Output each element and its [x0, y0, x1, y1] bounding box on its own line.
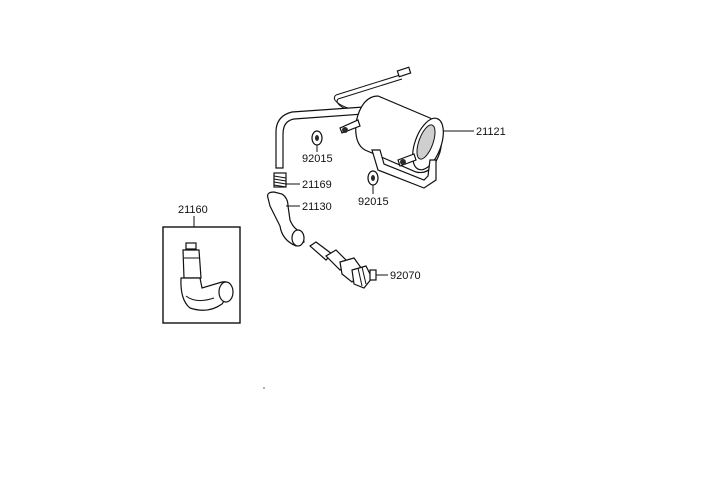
label-21121: 21121	[476, 126, 506, 138]
plug-cap-assembly-inset	[162, 226, 241, 324]
nut-upper	[311, 130, 323, 146]
spark-plug	[309, 241, 377, 289]
label-21130: 21130	[302, 201, 332, 213]
label-21169: 21169	[302, 179, 332, 191]
spring	[273, 172, 287, 188]
plug-cap	[267, 191, 305, 247]
label-92015-lower: 92015	[358, 196, 389, 208]
leader-lines	[193, 130, 474, 276]
ignition-coil	[275, 66, 444, 189]
label-92015-upper: 92015	[302, 153, 333, 165]
stray-dot	[263, 387, 265, 389]
label-21160: 21160	[178, 204, 208, 216]
label-92070: 92070	[390, 270, 421, 282]
nut-lower	[367, 170, 379, 186]
